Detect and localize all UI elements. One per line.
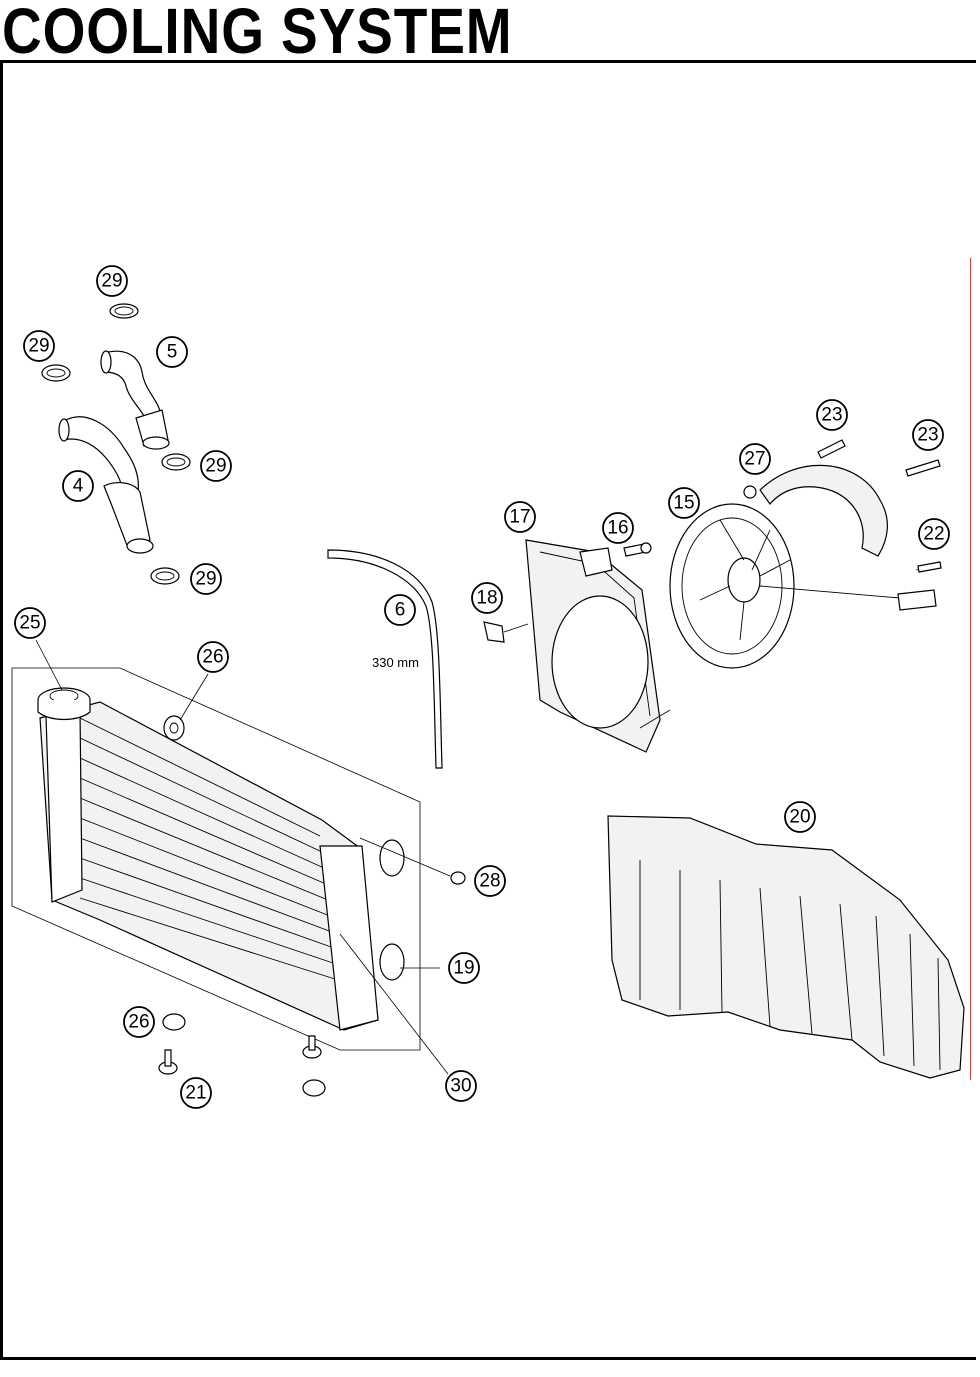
svg-text:27: 27 — [744, 449, 765, 470]
screw-23-b — [905, 459, 941, 477]
nut-28 — [359, 837, 466, 885]
svg-text:29: 29 — [205, 456, 226, 477]
hose-length-dimension: 330 mm — [372, 655, 419, 670]
callout-27: 27 — [739, 443, 771, 475]
callout-30: 30 — [445, 1070, 477, 1102]
page-edge-marker — [970, 258, 971, 1080]
bolt-lower-unlabeled — [302, 1035, 322, 1059]
page-title: COOLING SYSTEM — [2, 0, 513, 67]
radiator-fan-15 — [669, 503, 901, 669]
svg-text:16: 16 — [607, 518, 628, 539]
svg-text:15: 15 — [673, 493, 694, 514]
callout-16: 16 — [602, 512, 634, 544]
radiator-19 — [39, 701, 405, 1031]
grommet-26-top — [163, 715, 185, 741]
callout-28: 28 — [474, 865, 506, 897]
svg-text:4: 4 — [73, 476, 84, 497]
bolt-21 — [158, 1049, 178, 1075]
callout-26-b: 26 — [123, 1006, 155, 1038]
callout-21: 21 — [180, 1077, 212, 1109]
callout-20: 20 — [784, 801, 816, 833]
svg-text:18: 18 — [476, 588, 497, 609]
svg-text:23: 23 — [917, 425, 938, 446]
fan-shroud-17 — [525, 539, 661, 753]
callout-29-b: 29 — [23, 330, 55, 362]
svg-text:17: 17 — [509, 507, 530, 528]
svg-text:29: 29 — [28, 336, 49, 357]
radiator-assembly-frame — [11, 667, 421, 1051]
callout-25: 25 — [14, 607, 46, 639]
svg-text:21: 21 — [185, 1083, 206, 1104]
callout-17: 17 — [504, 501, 536, 533]
screw-16 — [623, 542, 652, 557]
callout-29-d: 29 — [190, 563, 222, 595]
hose-5 — [100, 350, 170, 450]
callout-29-a: 29 — [96, 265, 128, 297]
callout-23-b: 23 — [912, 419, 944, 451]
callout-23-a: 23 — [816, 399, 848, 431]
diagram-frame — [0, 60, 976, 1360]
svg-text:30: 30 — [450, 1076, 471, 1097]
svg-text:29: 29 — [101, 271, 122, 292]
svg-text:5: 5 — [167, 342, 178, 363]
radiator-cap-25 — [37, 687, 91, 721]
svg-text:22: 22 — [923, 524, 944, 545]
callout-6: 6 — [384, 594, 416, 626]
callout-19: 19 — [448, 952, 480, 984]
svg-text:25: 25 — [19, 613, 40, 634]
screw-23-a — [817, 439, 846, 459]
svg-text:19: 19 — [453, 958, 474, 979]
hose-4 — [58, 416, 154, 554]
grommet-lower-unlabeled — [302, 1079, 326, 1097]
callout-5: 5 — [156, 336, 188, 368]
callout-29-c: 29 — [200, 450, 232, 482]
hose-clamp-29-d — [150, 567, 180, 585]
svg-text:20: 20 — [789, 807, 810, 828]
svg-text:23: 23 — [821, 405, 842, 426]
hose-clamp-29-b — [41, 364, 71, 382]
fan-connector — [897, 561, 942, 611]
callout-22: 22 — [918, 518, 950, 550]
hose-clamp-29-c — [161, 453, 191, 471]
fan-cover-27 — [743, 464, 888, 557]
svg-text:6: 6 — [395, 600, 406, 621]
leader-lines — [35, 639, 671, 1075]
callout-4: 4 — [62, 470, 94, 502]
radiator-guard-20 — [607, 815, 965, 1079]
vent-hose-6 — [327, 549, 443, 769]
svg-text:26: 26 — [202, 647, 223, 668]
grommet-26-lower — [162, 1013, 186, 1031]
svg-text:26: 26 — [128, 1012, 149, 1033]
svg-text:28: 28 — [479, 871, 500, 892]
callout-26-a: 26 — [197, 641, 229, 673]
svg-text:29: 29 — [195, 569, 216, 590]
hose-clamp-29-a — [109, 303, 139, 319]
clip-18 — [483, 621, 529, 643]
callout-15: 15 — [668, 487, 700, 519]
callout-18: 18 — [471, 582, 503, 614]
